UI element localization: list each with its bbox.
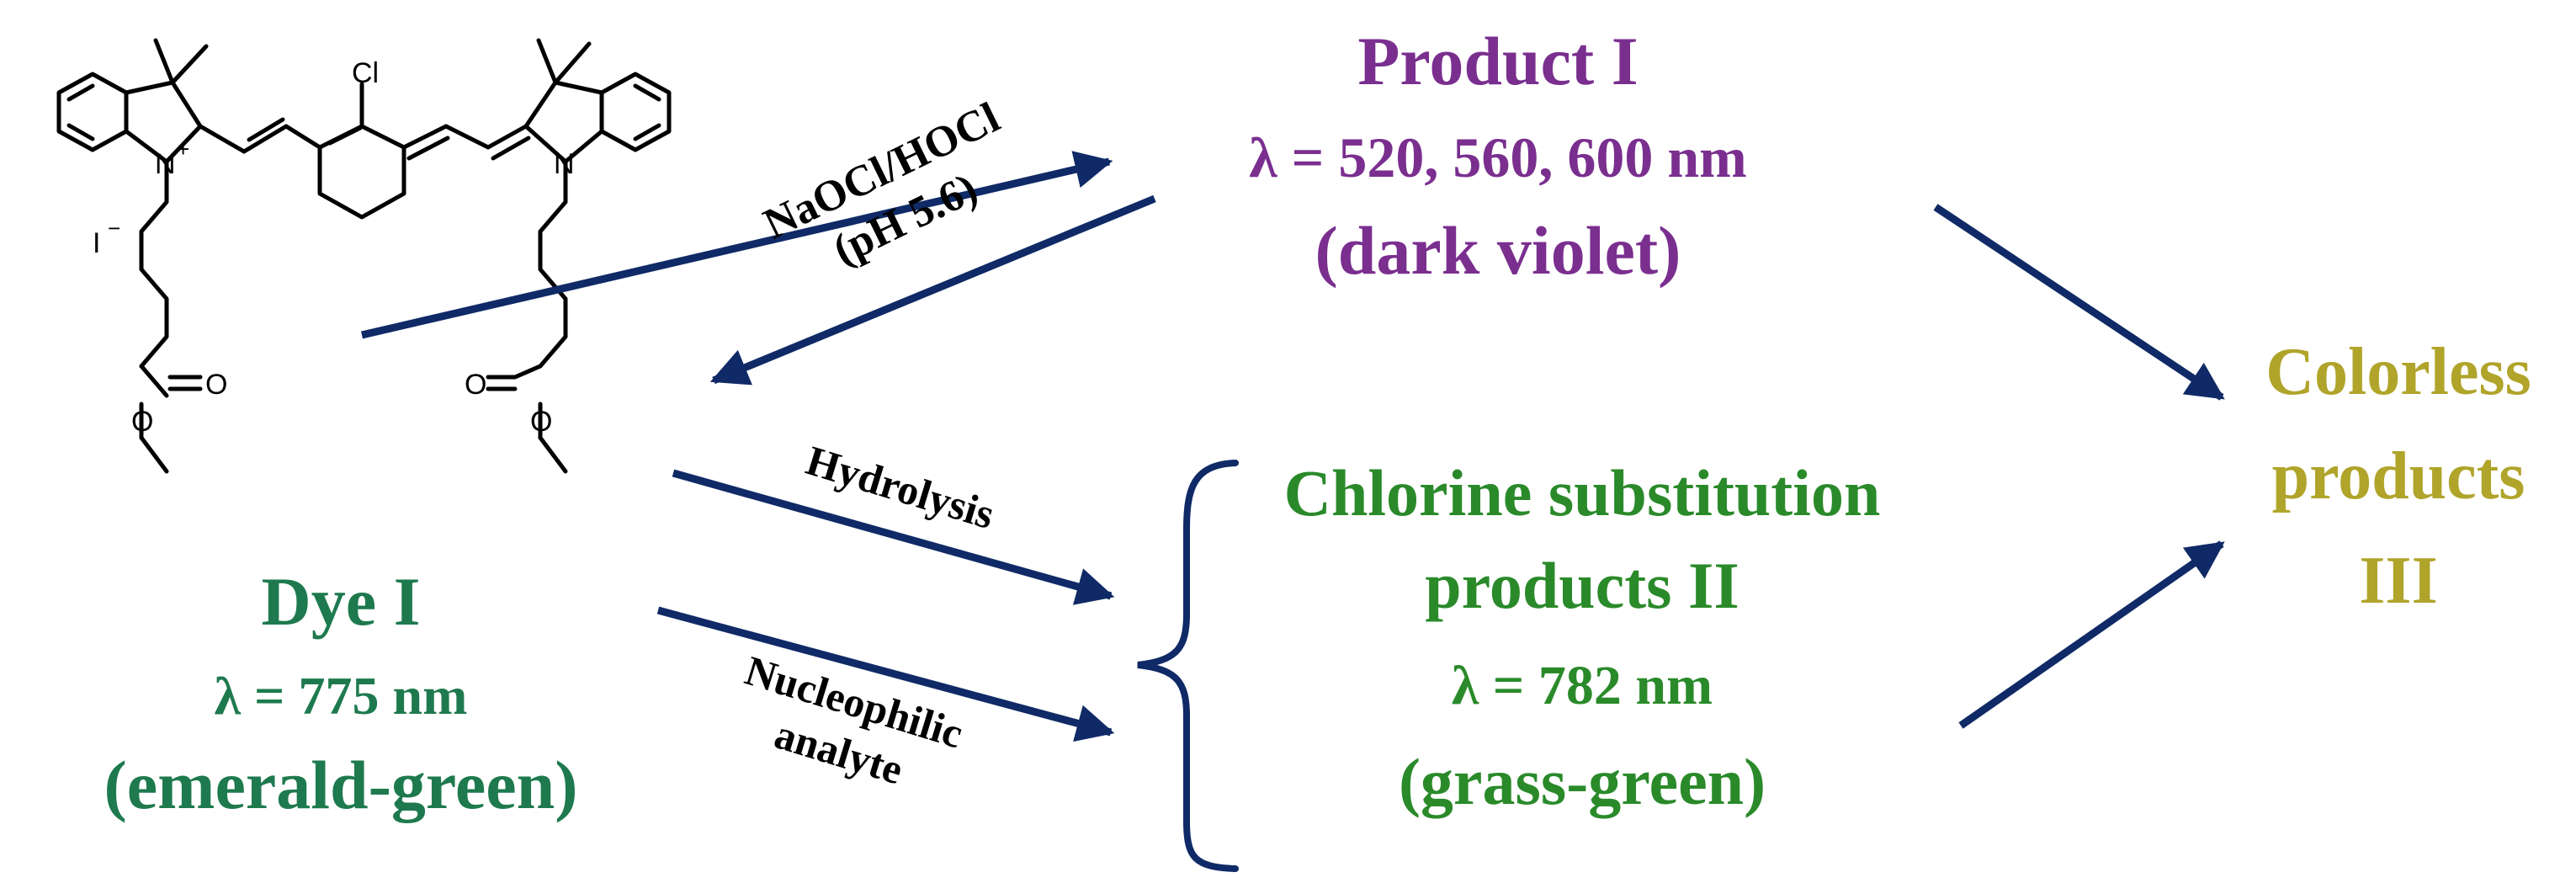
product3-line1: Colorless (2265, 335, 2531, 409)
positive-charge-label: + (177, 136, 189, 162)
dye-structure: Cl N + I − N O O O O (56, 38, 672, 474)
product2-to-colorless-arrow (1958, 540, 2225, 729)
product3-label-group: Colorless products III (2265, 335, 2531, 618)
right-nitrogen-label: N (554, 148, 575, 180)
product2-name-line1: Chlorine substitution (1284, 456, 1881, 529)
right-alkyl-chain (538, 159, 568, 369)
chlorine-atom-label: Cl (352, 57, 379, 89)
hydrolysis-label-group: Hydrolysis (801, 436, 1000, 538)
product1-wavelength: λ = 520, 560, 600 nm (1249, 125, 1747, 189)
nucleophilic-arrow (656, 606, 1115, 742)
product2-wavelength: λ = 782 nm (1452, 655, 1713, 716)
product3-line2: products (2272, 439, 2526, 513)
oxidation-forward-arrow (360, 151, 1113, 339)
left-alkyl-chain (139, 159, 169, 369)
right-benzene-ring (599, 72, 672, 152)
product1-label-group: Product I λ = 520, 560, 600 nm (dark vio… (1249, 23, 1747, 289)
product2-name-line2: products II (1425, 549, 1739, 622)
curly-brace (1137, 460, 1239, 872)
product1-name: Product I (1357, 23, 1638, 99)
dye-color-note: (emerald-green) (104, 747, 577, 823)
left-nitrogen-label: N (155, 148, 176, 180)
left-ester-oxygen-label: O (131, 406, 153, 438)
reaction-arrows (360, 151, 2225, 742)
product3-line3: III (2359, 544, 2437, 618)
oxidation-reverse-arrow (709, 194, 1156, 386)
product2-label-group: Chlorine substitution products II λ = 78… (1284, 456, 1881, 818)
iodide-label: I (93, 227, 100, 259)
product2-color-note: (grass-green) (1399, 745, 1766, 818)
hydrolysis-label: Hydrolysis (801, 436, 1000, 538)
nucleophile-label-group: Nucleophilic analyte (740, 646, 968, 794)
product1-color-note: (dark violet) (1315, 212, 1681, 289)
right-ester-oxygen-label: O (530, 406, 552, 438)
dye-name: Dye I (261, 563, 420, 640)
hydrolysis-arrow (672, 469, 1115, 605)
product1-to-colorless-arrow (1933, 204, 2225, 401)
dye-label-group: Dye I λ = 775 nm (emerald-green) (104, 563, 577, 823)
right-carbonyl-oxygen-label: O (465, 369, 486, 401)
negative-charge-label: − (108, 215, 120, 241)
left-carbonyl-oxygen-label: O (205, 369, 227, 401)
dye-wavelength: λ = 775 nm (215, 666, 468, 726)
